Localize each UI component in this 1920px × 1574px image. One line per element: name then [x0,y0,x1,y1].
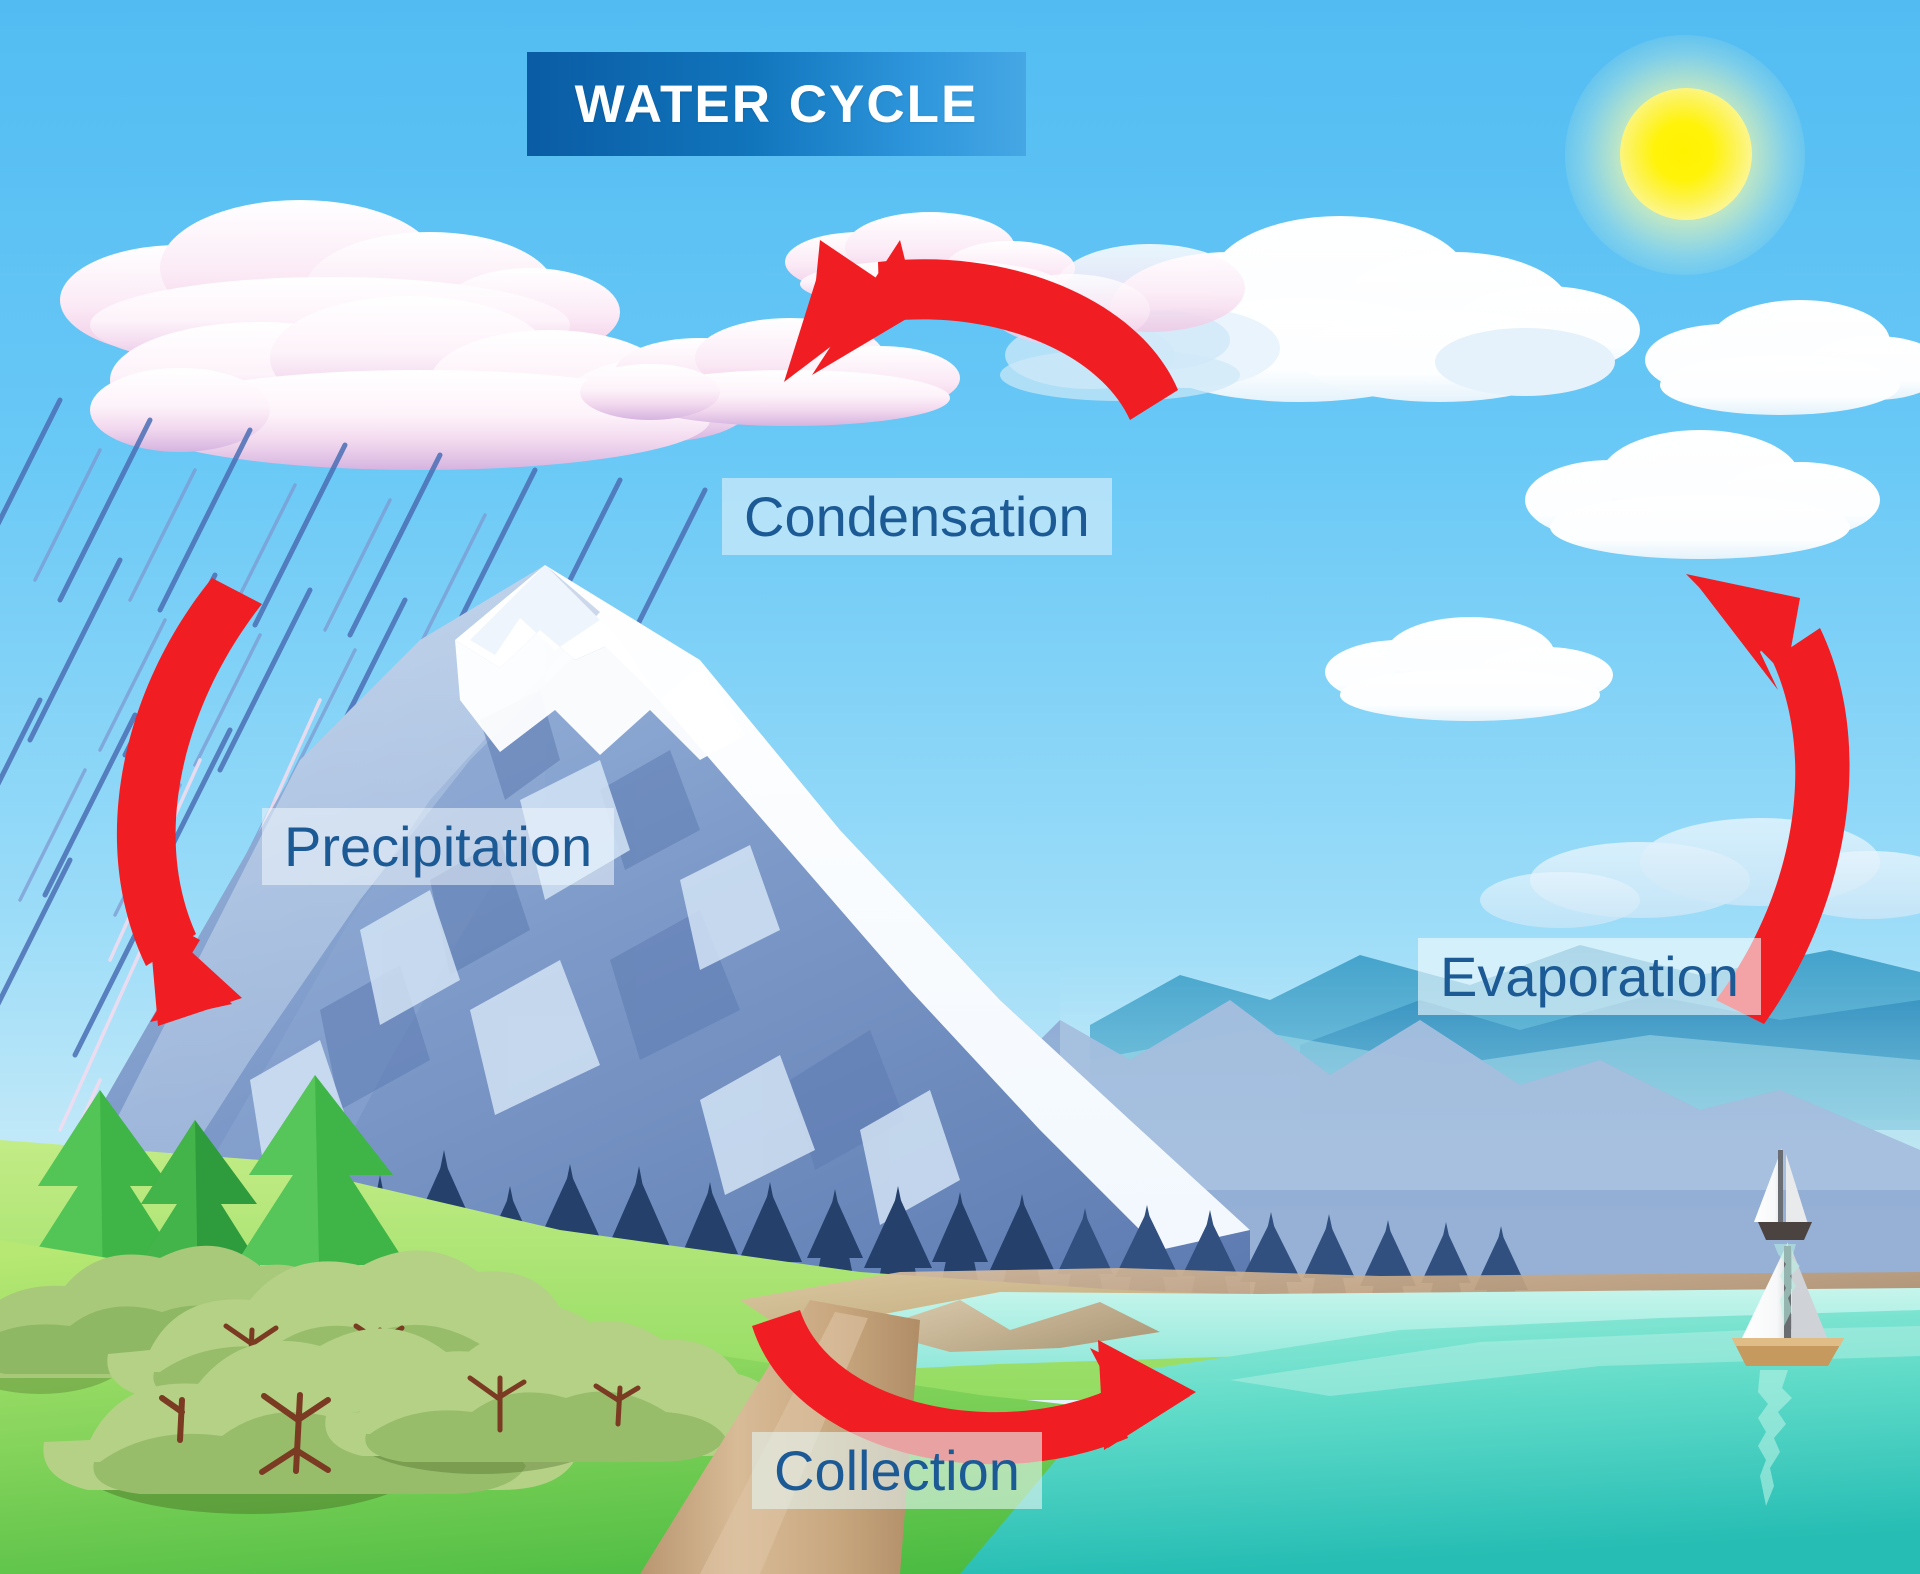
page-title: WATER CYCLE [574,74,979,134]
label-evaporation: Evaporation [1418,938,1761,1015]
label-evaporation-text: Evaporation [1440,945,1739,1008]
title-banner: WATER CYCLE [527,52,1026,156]
label-precipitation: Precipitation [262,808,615,885]
sailboat-small-2 [1754,1148,1812,1326]
rain-cloud-center [580,318,960,426]
cloud-top-right [1645,300,1920,415]
water-cycle-arrows [116,240,1850,1465]
cloud-center-low [1325,617,1613,721]
rain-cloud-left [60,200,755,470]
evaporation-arrow [1686,574,1850,1024]
label-precipitation-text: Precipitation [284,815,593,878]
cloud-right-mid [1525,430,1880,559]
label-collection-text: Collection [774,1439,1020,1502]
cloud-pale-right [1480,818,1920,928]
shrub [325,1320,775,1474]
label-condensation: Condensation [722,478,1112,555]
sun-icon [1620,88,1752,220]
label-collection: Collection [752,1432,1042,1509]
condensation-arrow [784,240,1178,420]
shrubs [0,1245,775,1514]
label-condensation-text: Condensation [744,485,1090,548]
boat-reflection [1758,1370,1792,1506]
collection-arrow [752,1310,1196,1465]
precipitation-arrow [116,578,262,1026]
